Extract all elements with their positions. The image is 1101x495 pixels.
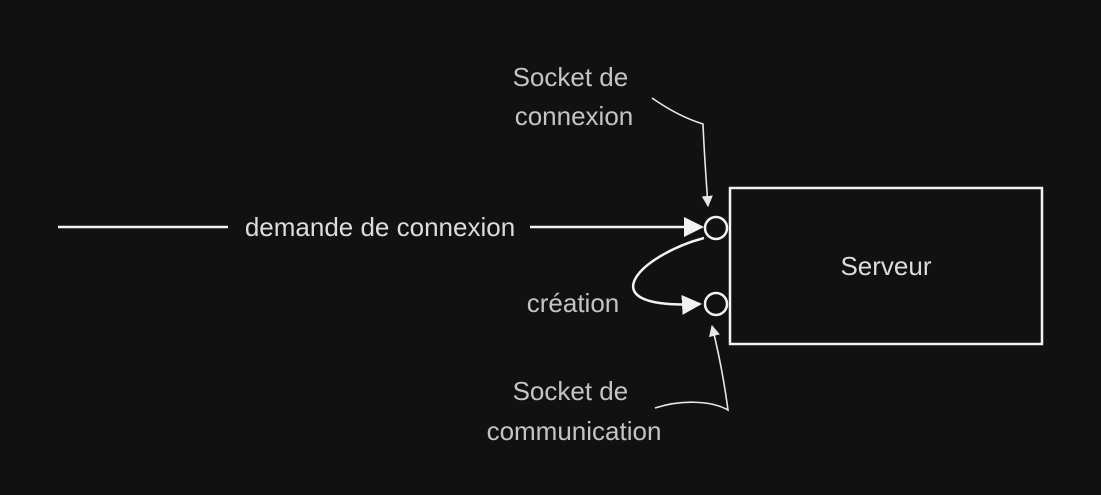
connection-socket-label-line-1: Socket de bbox=[513, 62, 629, 92]
connection-socket-circle bbox=[703, 215, 729, 241]
connection-socket-label-line-2: connexion bbox=[515, 101, 634, 131]
request-label: demande de connexion bbox=[245, 212, 515, 242]
communication-socket-label-line-1: Socket de bbox=[513, 376, 629, 406]
communication-socket-circle bbox=[703, 291, 729, 317]
connection-socket-pointer bbox=[651, 97, 713, 208]
communication-socket-label: Socket de communication bbox=[487, 376, 662, 446]
communication-socket-label-line-2: communication bbox=[487, 416, 662, 446]
communication-socket-pointer bbox=[654, 324, 730, 412]
server-label: Serveur bbox=[840, 251, 931, 281]
creation-label: création bbox=[527, 288, 620, 318]
server-box bbox=[728, 186, 1044, 346]
connection-socket-label: Socket de connexion bbox=[513, 62, 636, 131]
creation-arrow bbox=[631, 236, 705, 315]
